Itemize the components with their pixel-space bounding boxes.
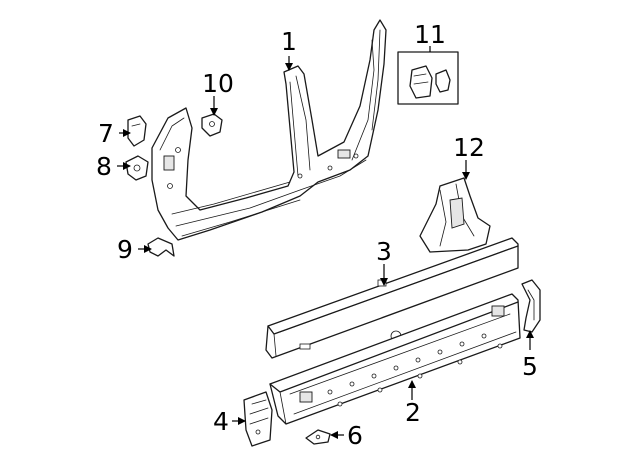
callout-7: 7 [98, 119, 114, 148]
callout-4: 4 [213, 407, 229, 436]
part-6-clip [305, 429, 331, 445]
part-3-inner-rocker [265, 237, 519, 359]
callout-1: 1 [281, 27, 297, 56]
callout-10: 10 [202, 69, 234, 98]
callout-8: 8 [96, 152, 112, 181]
part-7-bracket [127, 115, 147, 147]
part-1-body-side-frame [151, 19, 387, 241]
callout-12: 12 [453, 133, 485, 162]
part-5-rocker-bracket [521, 279, 541, 333]
part-11-bracket-kit [397, 51, 459, 105]
part-4-rocker-end-cap [243, 391, 273, 447]
part-2-outer-rocker [269, 293, 521, 425]
part-9-bracket [147, 237, 175, 257]
part-12-pillar-reinforcement [419, 177, 491, 253]
callout-5: 5 [522, 352, 538, 381]
part-8-bracket [125, 155, 149, 181]
part-10-bracket [201, 113, 223, 137]
part-11-inset-box [397, 51, 459, 105]
callout-2: 2 [405, 398, 421, 427]
callout-11: 11 [414, 20, 446, 49]
callout-3: 3 [376, 237, 392, 266]
callout-9: 9 [117, 235, 133, 264]
callout-6: 6 [347, 421, 363, 450]
